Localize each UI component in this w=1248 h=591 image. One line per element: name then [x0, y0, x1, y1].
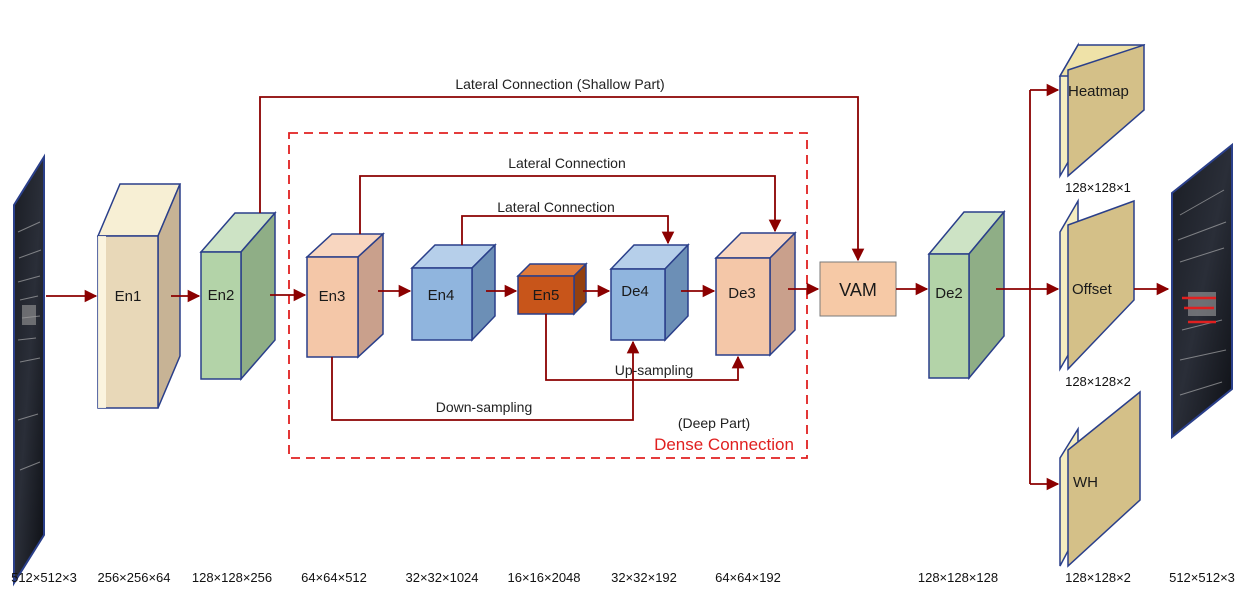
lateral-connection-en3-de3-label: Lateral Connection [508, 155, 626, 171]
lateral-connection-shallow-label: Lateral Connection (Shallow Part) [455, 76, 664, 92]
block-de3-label: De3 [728, 285, 756, 302]
block-vam: VAM [819, 261, 897, 317]
dim-en2: 128×128×256 [192, 570, 272, 585]
dim-offset: 128×128×2 [1065, 374, 1131, 389]
head-heatmap: Heatmap [1058, 42, 1146, 179]
detection-box-marks [1182, 296, 1216, 324]
dim-en1: 256×256×64 [97, 570, 170, 585]
flow-arrows [46, 83, 1170, 491]
block-de2-label: De2 [935, 285, 963, 302]
block-vam-label: VAM [839, 280, 877, 300]
dim-wh: 128×128×2 [1065, 570, 1131, 585]
dim-en3: 64×64×512 [301, 570, 367, 585]
block-en3: En3 [305, 232, 385, 359]
dim-en5: 16×16×2048 [507, 570, 580, 585]
block-de2: De2 [927, 209, 1006, 381]
skip-connections [259, 96, 865, 421]
block-de3: De3 [714, 231, 797, 357]
head-offset: Offset [1059, 198, 1135, 372]
dim-heatmap: 128×128×1 [1065, 180, 1131, 195]
dim-en4: 32×32×1024 [405, 570, 478, 585]
lateral-connection-en4-de4-label: Lateral Connection [497, 199, 615, 215]
block-en3-label: En3 [319, 288, 346, 305]
block-en5-label: En5 [533, 287, 560, 304]
block-en1-label: En1 [115, 288, 142, 305]
output-image [1171, 142, 1233, 440]
block-en4-label: En4 [428, 287, 455, 304]
up-sampling-label: Up-sampling [615, 362, 694, 378]
block-de4-label: De4 [621, 283, 649, 300]
block-en2-label: En2 [208, 287, 235, 304]
head-wh: WH [1059, 390, 1141, 568]
dim-de2: 128×128×128 [918, 570, 998, 585]
deep-part-label: (Deep Part) [678, 415, 750, 431]
dim-output: 512×512×3 [1169, 570, 1235, 585]
dense-connection-label: Dense Connection [654, 435, 794, 454]
down-sampling-label: Down-sampling [436, 399, 532, 415]
dim-input: 512×512×3 [11, 570, 77, 585]
dimension-labels: 512×512×3 256×256×64 128×128×256 64×64×5… [11, 570, 1235, 585]
block-de4: De4 [609, 243, 690, 342]
head-heatmap-label: Heatmap [1068, 83, 1129, 100]
dim-de3: 64×64×192 [715, 570, 781, 585]
head-offset-label: Offset [1072, 281, 1113, 298]
head-wh-label: WH [1073, 474, 1098, 491]
block-en4: En4 [410, 243, 497, 342]
block-en5: En5 [516, 262, 588, 316]
input-image [13, 153, 45, 587]
block-en2: En2 [199, 210, 277, 382]
block-en1: En1 [96, 183, 182, 409]
dim-de4: 32×32×192 [611, 570, 677, 585]
